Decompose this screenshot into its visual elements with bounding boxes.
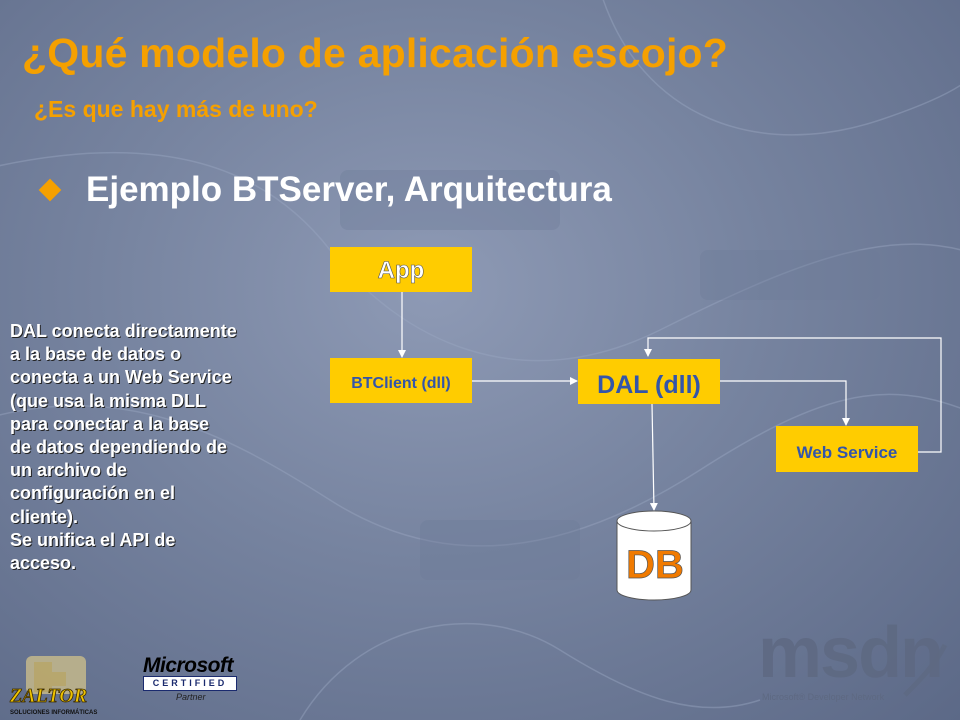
msdn-logo: msdn [758,613,944,693]
note-line: configuración en el [10,483,176,504]
app-box [330,247,472,292]
zaltor-logo: ZALTOR SOLUCIONES INFORMÁTICAS [9,656,97,716]
note-line: para conectar a la base [10,413,210,434]
bullet-point: Ejemplo BTServer, Arquitectura [86,170,612,209]
microsoft-logo: Microsoft [143,654,234,677]
note-line: de datos dependiendo de [10,437,228,458]
note-line: (que usa la misma DLL [10,390,207,411]
db-label: DB [626,543,684,587]
slide-title: ¿Qué modelo de aplicación escojo? [22,30,729,76]
note-line: DAL conecta directamente [10,321,237,341]
note-line: cliente). [10,506,79,527]
btclient-box [330,358,472,403]
zaltor-subtitle: SOLUCIONES INFORMÁTICAS [10,709,97,716]
arrow-webservice-to-dal [644,337,942,453]
note-line: acceso. [10,553,77,574]
msdn-swoosh-icon [903,643,948,697]
dal-label: DAL (dll) [597,371,701,399]
arrow-dal-to-db [649,403,658,511]
certified-label: CERTIFIED [143,676,237,691]
note-line: Se unifica el API de [10,529,176,550]
webservice-label: Web Service [797,443,898,462]
note-line: conecta a un Web Service [10,367,232,388]
dal-box [578,359,720,404]
btclient-label: BTClient (dll) [351,375,451,392]
note-line: a la base de datos o [10,344,182,365]
db-cylinder [616,510,692,601]
msdn-logo-subtitle: Microsoft® Developer Network [762,692,885,702]
slide-subtitle: ¿Es que hay más de uno? [34,96,318,122]
zaltor-wordmark: ZALTOR [9,685,87,707]
partner-label: Partner [176,692,206,702]
description-note: DAL conecta directamente a la base de da… [10,320,300,575]
app-label: App [378,257,425,284]
note-line: un archivo de [10,460,128,481]
webservice-box [776,426,918,472]
arrow-dal-to-webservice [708,380,850,426]
